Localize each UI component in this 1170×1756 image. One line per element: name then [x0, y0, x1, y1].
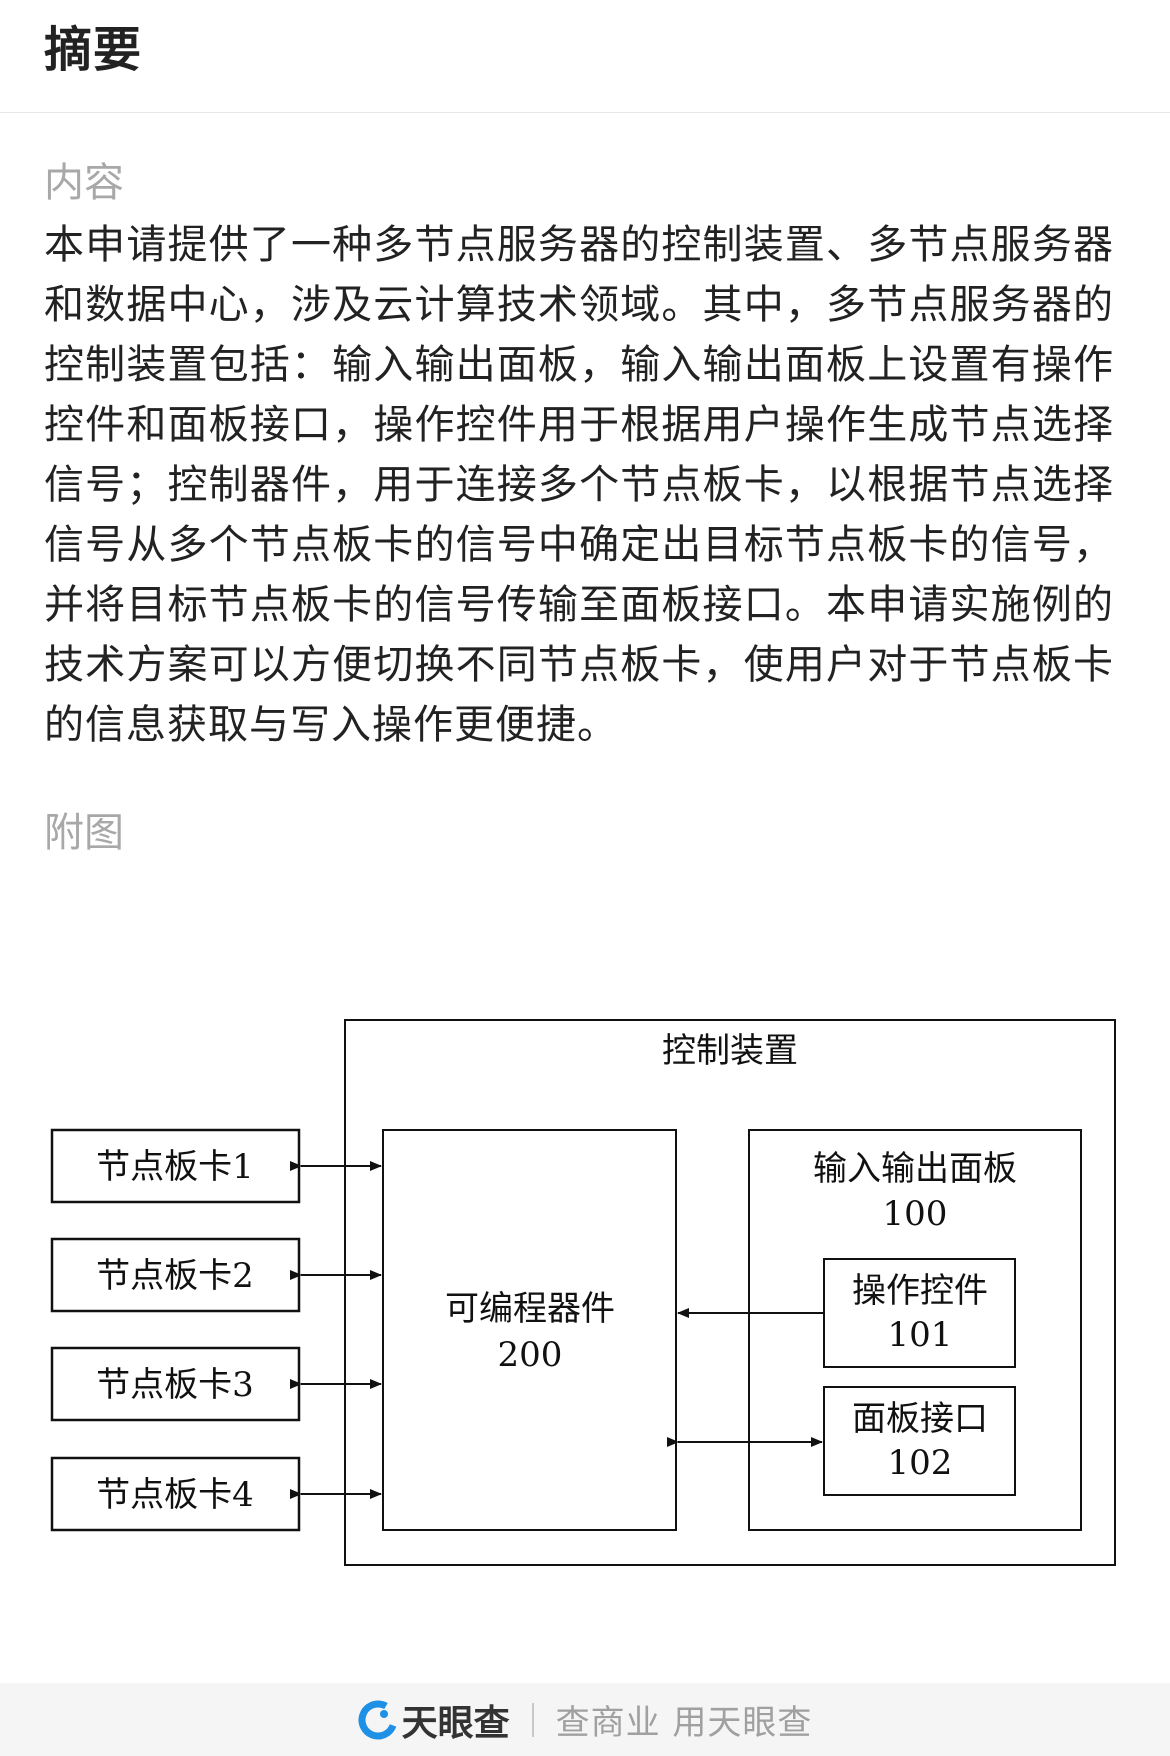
io-panel-box: 输入输出面板 100: [748, 1129, 1082, 1531]
node-card-1: 节点板卡1: [50, 1128, 301, 1204]
node-card-label: 节点板卡4: [96, 1475, 254, 1515]
block-diagram: 控制装置 节点板卡1 节点板卡2 节点板卡3 节点板卡4 可编程器件 200: [50, 1019, 1116, 1566]
operation-control-box: 操作控件 101: [823, 1258, 1016, 1368]
programmable-device-name: 可编程器件: [445, 1289, 615, 1329]
footer-slogan: 查商业 用天眼查: [555, 1703, 813, 1743]
patent-figure: 控制装置 节点板卡1 节点板卡2 节点板卡3 节点板卡4 可编程器件 200: [0, 1000, 1170, 1600]
node-card-label: 节点板卡3: [96, 1365, 254, 1405]
footer-bar: 天眼查 查商业 用天眼查: [0, 1683, 1170, 1756]
node-card-2: 节点板卡2: [50, 1237, 301, 1313]
control-device-label: 控制装置: [662, 1031, 798, 1071]
node-card-label: 节点板卡2: [96, 1256, 254, 1296]
tianyancha-logo-icon: [358, 1700, 398, 1739]
panel-interface-number: 102: [888, 1443, 953, 1483]
io-panel-name: 输入输出面板: [813, 1149, 1017, 1189]
operation-control-name: 操作控件: [852, 1271, 988, 1311]
figure-section-label: 附图: [44, 810, 124, 856]
control-device-box: [344, 1019, 1116, 1566]
brand-name: 天眼查: [401, 1702, 510, 1744]
panel-interface-box: 面板接口 102: [823, 1386, 1016, 1496]
node-card-3: 节点板卡3: [50, 1346, 301, 1422]
io-panel-number: 100: [883, 1194, 948, 1234]
page-header: 摘要: [0, 0, 1170, 113]
programmable-device-box: 可编程器件 200: [382, 1129, 677, 1531]
panel-interface-name: 面板接口: [852, 1399, 988, 1439]
content-section-label: 内容: [44, 160, 124, 206]
footer-divider: [531, 1702, 534, 1737]
programmable-device-number: 200: [498, 1335, 563, 1375]
page-title: 摘要: [44, 22, 143, 78]
node-card-label: 节点板卡1: [96, 1147, 254, 1187]
abstract-text: 本申请提供了一种多节点服务器的控制装置、多节点服务器和数据中心，涉及云计算技术领…: [44, 222, 1114, 748]
node-card-4: 节点板卡4: [50, 1456, 301, 1532]
operation-control-number: 101: [888, 1315, 953, 1355]
